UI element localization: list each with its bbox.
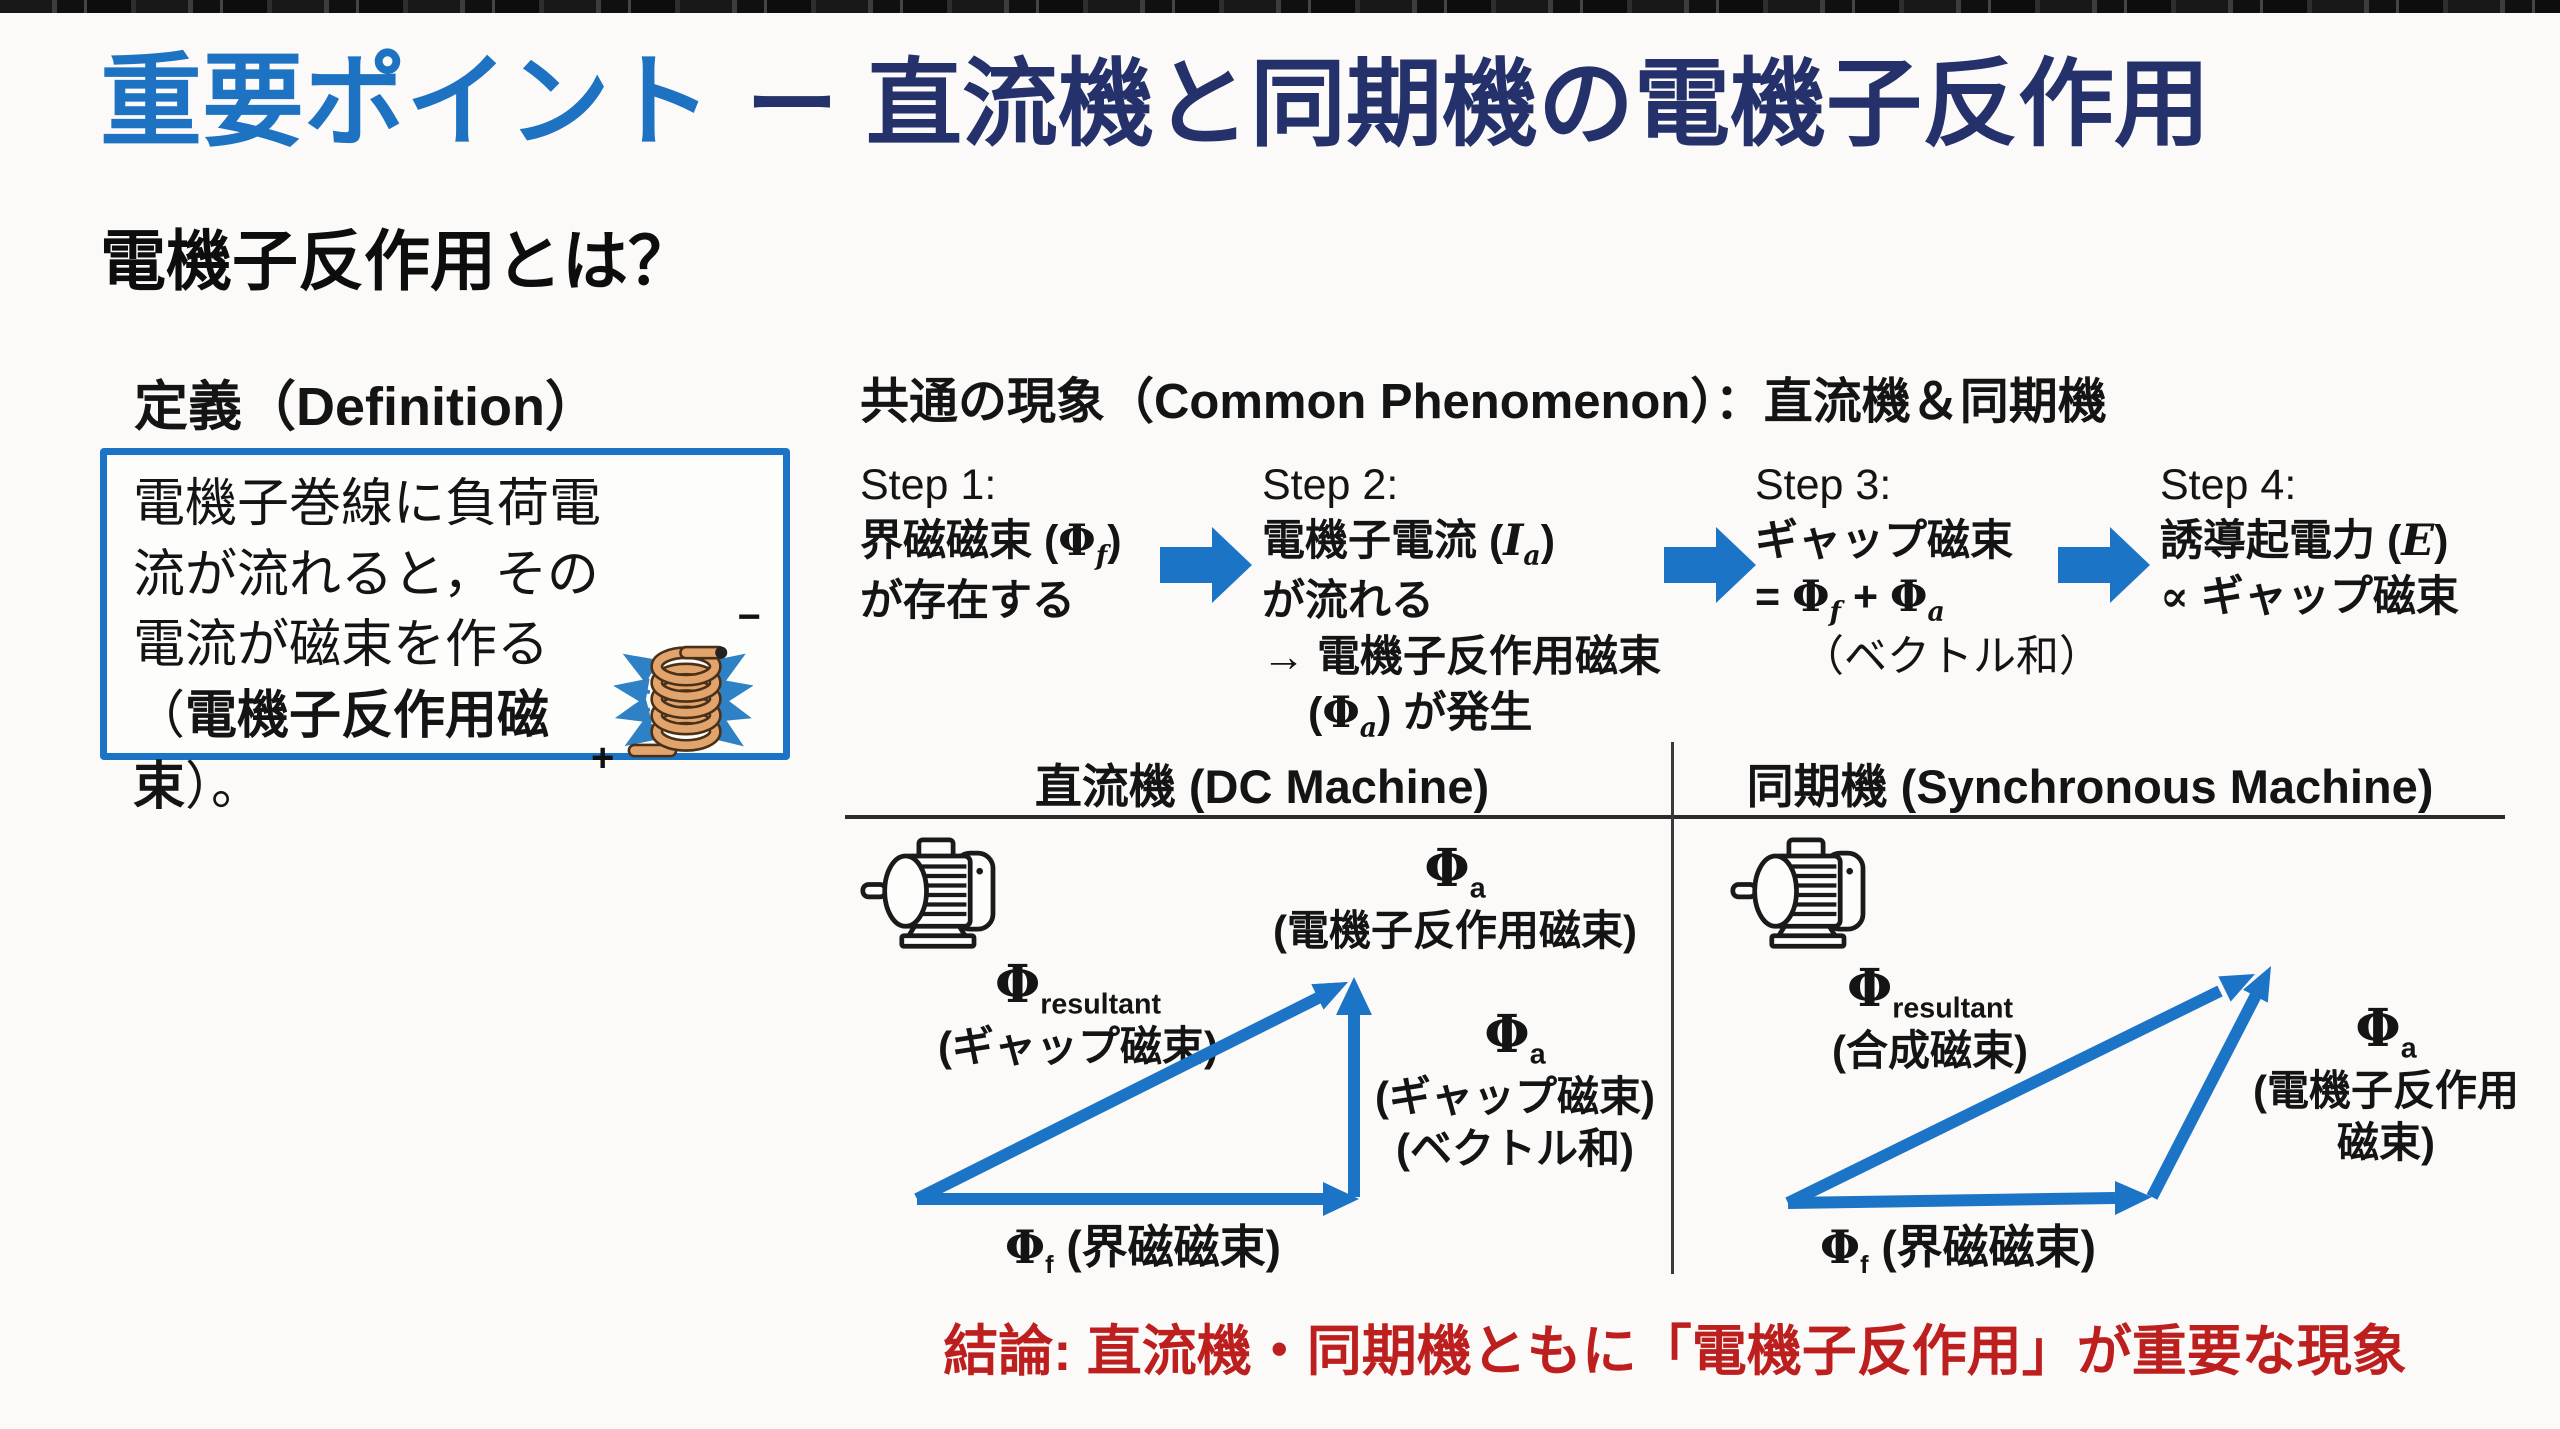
phi-a-vector xyxy=(2146,990,2263,1200)
resultant-vector xyxy=(1785,985,2223,1209)
step-4-label: Step 4: xyxy=(2160,461,2297,509)
step-3-label: Step 3: xyxy=(1755,461,1892,509)
step-3: Step 3: ギャップ磁束 = Φf + Φa （ベクトル和） xyxy=(1755,458,2102,686)
step-3-line: （ベクトル和） xyxy=(1801,633,2102,682)
phi-f-caption: Φf (界磁磁束) xyxy=(1005,1220,1281,1280)
resultant-vector xyxy=(914,991,1323,1205)
arrow-right-icon xyxy=(2058,527,2150,603)
common-phenomenon-heading: 共通の現象（Common Phenomenon）：直流機＆同期機 xyxy=(860,375,2107,429)
page-title: 重要ポイントー直流機と同期機の電機子反作用 xyxy=(100,44,2210,161)
definition-text-pre: 電機子巻線に負荷電流が流れると，その電流が磁束を作る（ xyxy=(133,475,602,746)
sync-armature-flux-label: Φa (電機子反作用 磁束) xyxy=(2253,1000,2519,1169)
step-1-line: が存在する xyxy=(860,577,1075,626)
resultant-caption: (合成磁束) xyxy=(1832,1026,2028,1074)
gap-flux-caption: (ギャップ磁束) xyxy=(1375,1072,1655,1120)
step-4: Step 4: 誘導起電力 (E) ∝ ギャップ磁束 xyxy=(2160,458,2459,626)
title-separator: ー xyxy=(746,55,839,157)
coil-turns xyxy=(627,645,728,758)
definition-text: 電機子巻線に負荷電流が流れると，その電流が磁束を作る（電機子反作用磁束）。 xyxy=(133,469,753,823)
sync-field-flux-label: Φf (界磁磁束) xyxy=(1820,1222,2096,1280)
step-1: Step 1: 界磁磁束 (Φf) が存在する xyxy=(860,458,1122,630)
step-2-line: 電機子電流 (Ia) xyxy=(1262,515,1556,572)
header-rule xyxy=(845,815,2505,819)
definition-text-bold: 電機子反作用磁束 xyxy=(133,687,550,816)
armature-flux-caption: (電機子反作用 xyxy=(2253,1066,2519,1114)
vector-sum-caption: (ベクトル和) xyxy=(1396,1124,1634,1172)
step-2-line: が流れる xyxy=(1262,577,1434,626)
definition-box: + − 電機子巻線に負荷電流が流れると，その電流が磁束を作る（電機子反作用磁束）… xyxy=(100,448,790,816)
step-3-line: = Φf + Φa xyxy=(1755,571,1945,628)
title-rest: 直流機と同期機の電機子反作用 xyxy=(866,51,2211,158)
sync-vector-diagram xyxy=(1785,966,2271,1215)
conclusion-text: 結論: 直流機・同期機ともに「電機子反作用」が重要な現象 xyxy=(943,1320,2407,1382)
dc-field-flux-label: Φf (界磁磁束) xyxy=(1005,1222,1281,1280)
phi-resultant-caption: (ギャップ磁束) xyxy=(938,1022,1218,1070)
coil-icon: + − xyxy=(591,595,761,780)
top-strip-artifact xyxy=(0,0,2560,13)
coil-minus-sign: − xyxy=(737,595,761,639)
phi-f-caption: Φf (界磁磁束) xyxy=(1820,1220,2096,1280)
step-2-line: → 電機子反作用磁束 xyxy=(1262,633,1661,682)
step-2: Step 2: 電機子電流 (Ia) が流れる → 電機子反作用磁束 (Φa) … xyxy=(1262,458,1661,746)
column-divider xyxy=(1671,742,1674,1274)
sync-column-header: 同期機 (Synchronous Machine) xyxy=(1746,760,2434,813)
step-4-line: 誘導起電力 (E) xyxy=(2160,515,2449,566)
dc-resultant-flux-label: Φresultant (ギャップ磁束) xyxy=(938,956,1218,1073)
phi-f-vector xyxy=(1787,1192,2116,1209)
motor-icon xyxy=(1730,837,1866,949)
phi-resultant-symbol: Φresultant xyxy=(1846,958,2014,1025)
armature-flux-caption: 磁束) xyxy=(2337,1118,2435,1166)
phi-resultant-symbol: Φresultant xyxy=(994,954,1162,1021)
definition-text-post: ）。 xyxy=(185,757,264,816)
step-1-label: Step 1: xyxy=(860,461,997,509)
sync-resultant-flux-label: Φresultant (合成磁束) xyxy=(1832,960,2028,1077)
coil-plus-sign: + xyxy=(591,736,615,780)
phi-a-symbol: Φa xyxy=(1484,1004,1546,1071)
step-1-line: 界磁磁束 (Φf) xyxy=(860,515,1122,572)
dc-armature-flux-label: Φa (電機子反作用磁束) xyxy=(1273,840,1637,957)
step-4-line: ∝ ギャップ磁束 xyxy=(2160,571,2459,622)
title-highlight: 重要ポイント xyxy=(100,45,712,159)
dc-column-header: 直流機 (DC Machine) xyxy=(1034,760,1490,813)
phi-a-symbol: Φa xyxy=(2355,998,2417,1065)
step-2-line: (Φa) が発生 xyxy=(1308,687,1533,744)
dc-vector-diagram xyxy=(914,977,1372,1216)
phi-a-caption: (電機子反作用磁束) xyxy=(1273,906,1637,954)
coil-icon-svg xyxy=(613,645,754,758)
subtitle: 電機子反作用とは？ xyxy=(100,224,694,298)
arrow-right-icon xyxy=(1664,527,1756,603)
arrow-right-icon xyxy=(1160,527,1252,603)
motor-icon xyxy=(860,837,996,949)
definition-heading: 定義（Definition） xyxy=(134,377,599,437)
step-3-line: ギャップ磁束 xyxy=(1755,516,2013,565)
phi-a-symbol: Φa xyxy=(1424,838,1486,905)
field-lines-left xyxy=(613,653,662,747)
dc-gap-flux-label: Φa (ギャップ磁束) (ベクトル和) xyxy=(1375,1006,1655,1175)
step-2-label: Step 2: xyxy=(1262,461,1399,509)
